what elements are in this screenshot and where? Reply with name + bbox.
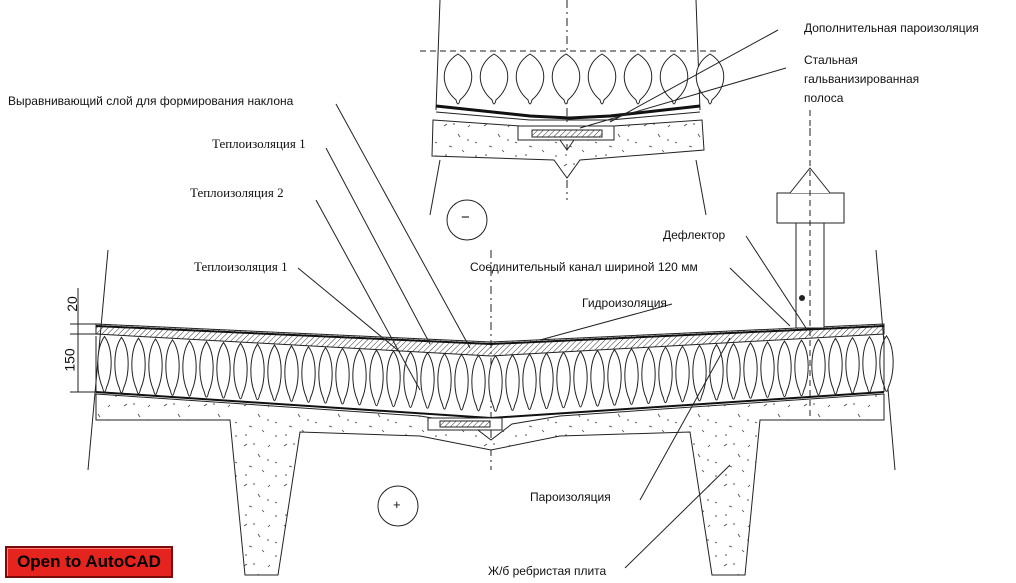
insulation-bubble [811, 338, 826, 396]
insulation-bubble [845, 336, 860, 394]
insulation-bubble [131, 337, 146, 395]
insulation-bubble [551, 53, 581, 105]
label-leveling-layer: Выравнивающий слой для формирования накл… [8, 94, 294, 108]
insulation-bubble [488, 354, 503, 412]
main-section [70, 103, 896, 576]
insulation-bubble [539, 352, 554, 410]
label-insulation1-bottom: Теплоизоляция 1 [194, 259, 288, 274]
insulation-bubble [777, 340, 792, 398]
insulation-bubble [165, 339, 180, 396]
insulation-bubble [658, 346, 673, 404]
insulation-bubble [743, 341, 758, 399]
insulation-bubble [420, 351, 435, 409]
insulation-bubble [443, 53, 473, 105]
label-channel: Соединительный канал шириной 120 мм [470, 260, 698, 274]
insulation-bubble [879, 335, 894, 392]
insulation-bubble [216, 341, 231, 399]
label-waterproofing: Гидроизоляция [582, 296, 667, 310]
open-to-autocad-button[interactable]: Open to AutoCAD [5, 546, 173, 578]
insulation-bubble [675, 345, 690, 403]
insulation-bubble [352, 348, 367, 406]
insulation-bubble [301, 345, 316, 403]
insulation-bubble [515, 53, 545, 105]
insulation-bubble [623, 53, 653, 105]
insulation-bubble [828, 337, 843, 395]
insulation-bubble [573, 350, 588, 408]
top-detail [420, 0, 787, 216]
insulation-bubble [590, 349, 605, 407]
label-vapor-barrier: Пароизоляция [530, 490, 611, 504]
insulation-bubble [437, 352, 452, 410]
insulation-bubble [624, 347, 639, 405]
dimension-150: 150 [61, 348, 78, 372]
insulation-bubble [556, 351, 571, 409]
insulation-bubble [479, 53, 509, 105]
label-steel-strip: Стальная гальванизированная полоса [804, 53, 920, 105]
label-deflector: Дефлектор [663, 228, 726, 242]
insulation-bubble [587, 53, 617, 105]
insulation-bubble [726, 342, 741, 400]
minus-circle [446, 199, 488, 241]
insulation-bubble [760, 341, 775, 398]
insulation-bubble [284, 345, 299, 402]
insulation-bubble [695, 53, 725, 105]
insulation-bubble [369, 349, 384, 407]
label-insulation2: Теплоизоляция 2 [190, 185, 284, 200]
insulation-bubble [233, 342, 248, 400]
insulation-bubble [709, 343, 724, 401]
minus-symbol: − [461, 209, 470, 226]
insulation-bubble [335, 347, 350, 405]
insulation-bubble [199, 340, 214, 398]
insulation-bubble [794, 339, 809, 397]
plus-symbol: + [393, 497, 401, 512]
insulation-bubble [471, 354, 486, 412]
insulation-bubble [148, 338, 163, 396]
insulation-bubble [403, 351, 418, 408]
label-ribbed-slab: Ж/б ребристая плита [488, 564, 607, 578]
insulation-bubble [250, 343, 265, 401]
insulation-bubble [114, 336, 129, 394]
insulation-bubble [607, 348, 622, 406]
insulation-bubble [182, 339, 197, 397]
insulation-bubble [454, 353, 469, 411]
insulation-bubble [505, 354, 520, 411]
insulation-bubble [267, 344, 282, 402]
insulation-bubble [862, 335, 877, 393]
dimension-20: 20 [63, 296, 80, 312]
plus-circle [377, 485, 419, 527]
insulation-bubble [659, 53, 689, 105]
insulation-bubble [522, 353, 537, 411]
insulation-bubble [641, 347, 656, 404]
insulation-bubble [386, 350, 401, 408]
label-insulation1-top: Теплоизоляция 1 [212, 136, 306, 151]
insulation-bubble [318, 346, 333, 404]
label-extra-vapor: Дополнительная пароизоляция [804, 21, 979, 35]
